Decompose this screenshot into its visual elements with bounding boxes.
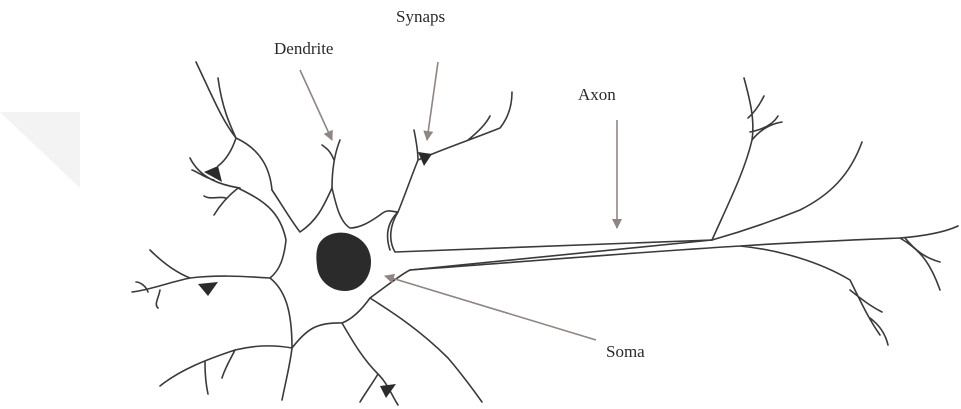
label-soma: Soma xyxy=(606,342,645,361)
watermark-shape xyxy=(0,112,80,188)
dendrite-upper-center xyxy=(322,140,340,188)
arrow-synaps xyxy=(427,62,438,140)
arrow-dendrite xyxy=(300,70,332,140)
label-dendrite: Dendrite xyxy=(274,39,333,58)
dendrite-left xyxy=(132,250,270,308)
axon-terminal-right xyxy=(410,226,958,345)
label-axon: Axon xyxy=(578,85,616,104)
dendrite-lower-left xyxy=(160,346,292,400)
dendrite-upper-left xyxy=(190,62,272,190)
label-synaps: Synaps xyxy=(396,7,445,26)
dendrite-upper-right xyxy=(398,92,512,212)
synapse-terminal-2 xyxy=(198,282,218,296)
dendrite-upper-left-b xyxy=(204,188,238,215)
soma-outline xyxy=(238,188,712,348)
dendrite-lower xyxy=(342,298,482,405)
nucleus xyxy=(316,233,371,291)
axon-branch-upper xyxy=(712,78,782,240)
axon-second-line xyxy=(391,212,712,252)
